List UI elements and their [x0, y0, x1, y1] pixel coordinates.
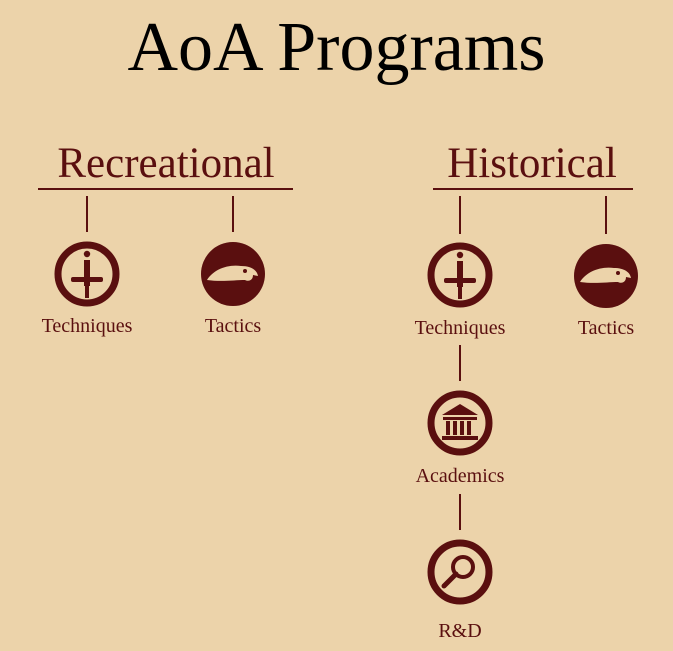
- recreational-techniques-connector: [86, 196, 88, 232]
- academics-rnd-connector: [459, 494, 461, 530]
- eagle-head-icon: [199, 240, 267, 308]
- recreational-techniques-label: Techniques: [41, 315, 133, 337]
- historical-tactics-connector: [605, 196, 607, 234]
- historical-tactics-label: Tactics: [577, 317, 635, 339]
- eagle-head-icon: [572, 242, 640, 310]
- historical-techniques-label: Techniques: [414, 317, 506, 339]
- historical-rnd-label: R&D: [438, 620, 482, 642]
- magnifying-glass-icon: [426, 538, 494, 606]
- institution-building-icon: [426, 389, 494, 457]
- techniques-academics-connector: [459, 345, 461, 381]
- recreational-underline: [38, 188, 293, 190]
- recreational-heading: Recreational: [57, 140, 275, 187]
- page-title: AoA Programs: [127, 9, 546, 86]
- sword-icon: [426, 241, 494, 309]
- historical-academics-label: Academics: [415, 465, 505, 487]
- recreational-tactics-label: Tactics: [204, 315, 262, 337]
- historical-heading: Historical: [447, 140, 617, 187]
- sword-icon: [53, 240, 121, 308]
- recreational-tactics-connector: [232, 196, 234, 232]
- historical-techniques-connector: [459, 196, 461, 234]
- historical-underline: [433, 188, 633, 190]
